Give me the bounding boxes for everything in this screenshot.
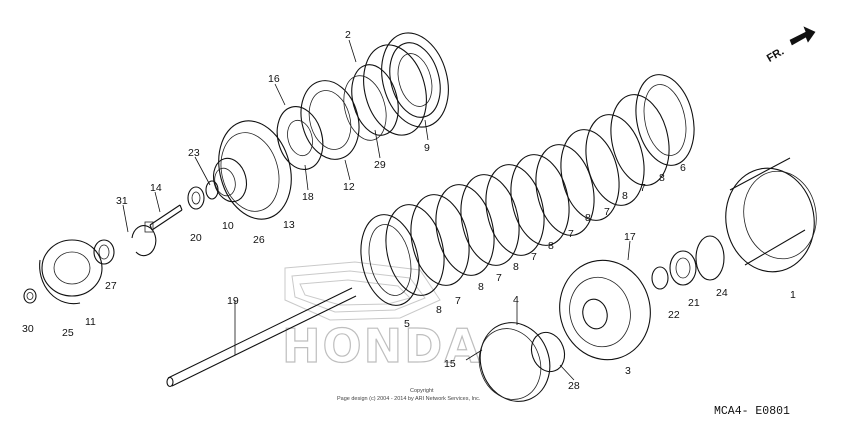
callout-18: 18 (302, 191, 314, 203)
callout-17: 17 (624, 231, 636, 243)
callout-7a: 7 (455, 295, 461, 307)
callout-5: 5 (404, 318, 410, 330)
callout-2: 2 (345, 29, 351, 41)
honda-wing-logo (284, 261, 441, 321)
honda-watermark: HONDA (281, 261, 482, 374)
part-clutch-drum-top (363, 32, 449, 136)
callout-8g: 8 (659, 172, 665, 184)
front-direction-label: FR. (765, 46, 786, 65)
part-piston-assembly (276, 80, 360, 170)
part-snap-rings-top (343, 64, 399, 141)
callout-8b: 8 (478, 281, 484, 293)
callout-19: 19 (227, 295, 239, 307)
callout-24: 24 (716, 287, 728, 299)
callout-7d: 7 (568, 228, 574, 240)
callout-8d: 8 (548, 240, 554, 252)
callout-30: 30 (22, 323, 34, 335)
callout-21: 21 (688, 297, 700, 309)
callout-4: 4 (513, 294, 519, 306)
callout-leader-lines (122, 39, 631, 381)
copyright-line-2: Page design (c) 2004 - 2014 by ARI Netwo… (337, 396, 481, 402)
part-outer-housing (725, 157, 817, 273)
callout-8c: 8 (513, 261, 519, 273)
part-shaft (166, 287, 357, 388)
callout-10: 10 (222, 220, 234, 232)
callout-28: 28 (568, 380, 580, 392)
callout-14: 14 (150, 182, 162, 194)
copyright-line-1: Copyright (410, 388, 434, 394)
callout-23: 23 (188, 147, 200, 159)
part-lower-left-group (23, 225, 157, 305)
callout-29: 29 (374, 159, 386, 171)
callout-12: 12 (343, 181, 355, 193)
callout-20: 20 (190, 232, 202, 244)
callout-8f: 8 (622, 190, 628, 202)
front-direction-indicator: FR. (765, 26, 816, 65)
callout-3: 3 (625, 365, 631, 377)
callout-7b: 7 (496, 272, 502, 284)
callout-31: 31 (116, 195, 128, 207)
callout-22: 22 (668, 309, 680, 321)
callout-7c: 7 (531, 251, 537, 263)
callout-7e: 7 (604, 206, 610, 218)
diagram-footer: Copyright Page design (c) 2004 - 2014 by… (337, 388, 790, 418)
callout-11: 11 (85, 316, 96, 328)
part-bearing-and-rings (651, 235, 725, 290)
callout-15: 15 (444, 358, 456, 370)
callout-1: 1 (790, 289, 796, 301)
part-clutch-plate-stack (360, 74, 695, 306)
callout-8e: 8 (585, 212, 591, 224)
front-arrow-icon (789, 26, 816, 46)
callout-16: 16 (268, 73, 280, 85)
part-small-fittings (144, 180, 219, 233)
part-lower-rings (478, 322, 566, 402)
part-clutch-hub (559, 259, 651, 361)
watermark-text: HONDA (282, 319, 482, 373)
diagram-code: MCA4- E0801 (714, 405, 790, 418)
callout-8a: 8 (436, 304, 442, 316)
callout-6: 6 (680, 162, 686, 174)
callout-27: 27 (105, 280, 117, 292)
callout-25: 25 (62, 327, 74, 339)
callout-9: 9 (424, 142, 430, 154)
callout-labels: 2 16 9 29 12 18 23 14 31 10 13 20 26 27 … (22, 29, 796, 392)
callout-7f: 7 (640, 182, 646, 194)
callout-13: 13 (283, 219, 295, 231)
callout-26: 26 (253, 234, 265, 246)
part-hub-and-ring (212, 120, 292, 220)
